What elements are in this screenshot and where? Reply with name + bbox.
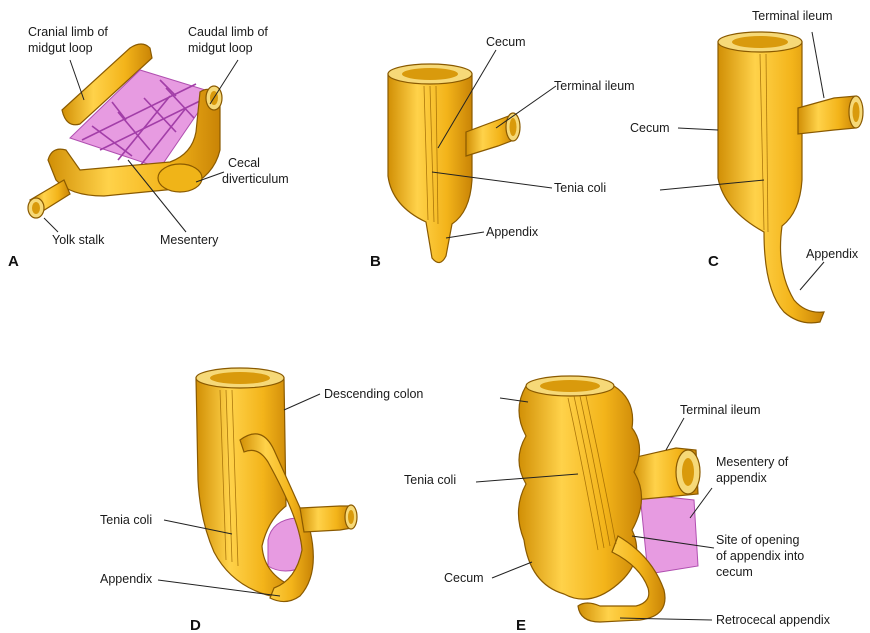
label-tenia-coli-b: Tenia coli xyxy=(554,181,606,195)
label-cranial-limb-2: midgut loop xyxy=(28,41,93,55)
label-terminal-ileum-e: Terminal ileum xyxy=(680,403,761,417)
label-yolk-stalk: Yolk stalk xyxy=(52,233,105,247)
label-terminal-ileum-c: Terminal ileum xyxy=(752,9,833,23)
label-descending-colon: Descending colon xyxy=(324,387,423,401)
panel-letter-d: D xyxy=(190,617,201,633)
cecal-diverticulum-shape xyxy=(158,164,202,192)
label-mesentery-app-1: Mesentery of xyxy=(716,455,789,469)
label-cecum-e: Cecum xyxy=(444,571,484,585)
label-cecal-2: diverticulum xyxy=(222,172,289,186)
panel-c: Terminal ileum Cecum Appendix C xyxy=(630,9,863,323)
label-appendix-d: Appendix xyxy=(100,572,153,586)
ileum-c-shape xyxy=(798,96,856,134)
label-retrocecal-appendix: Retrocecal appendix xyxy=(716,613,831,627)
panel-e: Terminal ileum Mesentery of appendix Ten… xyxy=(404,376,831,633)
panel-letter-c: C xyxy=(708,253,719,270)
label-terminal-ileum-b: Terminal ileum xyxy=(554,79,635,93)
panel-letter-b: B xyxy=(370,253,381,270)
label-appendix-b: Appendix xyxy=(486,225,539,239)
label-site-2: of appendix into xyxy=(716,549,804,563)
panel-letter-a: A xyxy=(8,253,19,270)
label-cranial-limb-1: Cranial limb of xyxy=(28,25,108,39)
ileum-d-shape xyxy=(300,506,352,532)
label-site-1: Site of opening xyxy=(716,533,799,547)
panel-letter-e: E xyxy=(516,617,526,633)
label-tenia-coli-d: Tenia coli xyxy=(100,513,152,527)
label-site-3: cecum xyxy=(716,565,753,579)
cecum-b-shape xyxy=(388,74,472,263)
label-cecum-b: Cecum xyxy=(486,35,526,49)
panel-a: Cranial limb of midgut loop Caudal limb … xyxy=(8,25,289,270)
label-tenia-coli-e: Tenia coli xyxy=(404,473,456,487)
label-cecum-c: Cecum xyxy=(630,121,670,135)
label-mesentery-app-2: appendix xyxy=(716,471,767,485)
label-caudal-limb-2: midgut loop xyxy=(188,41,253,55)
label-mesentery-a: Mesentery xyxy=(160,233,219,247)
panel-b: Cecum Terminal ileum Tenia coli Appendix… xyxy=(370,35,635,270)
label-caudal-limb-1: Caudal limb of xyxy=(188,25,268,39)
label-appendix-c: Appendix xyxy=(806,247,859,261)
panel-d: Descending colon Tenia coli Appendix D xyxy=(100,368,423,633)
label-cecal-1: Cecal xyxy=(228,156,260,170)
cecum-e-shape xyxy=(518,386,641,599)
